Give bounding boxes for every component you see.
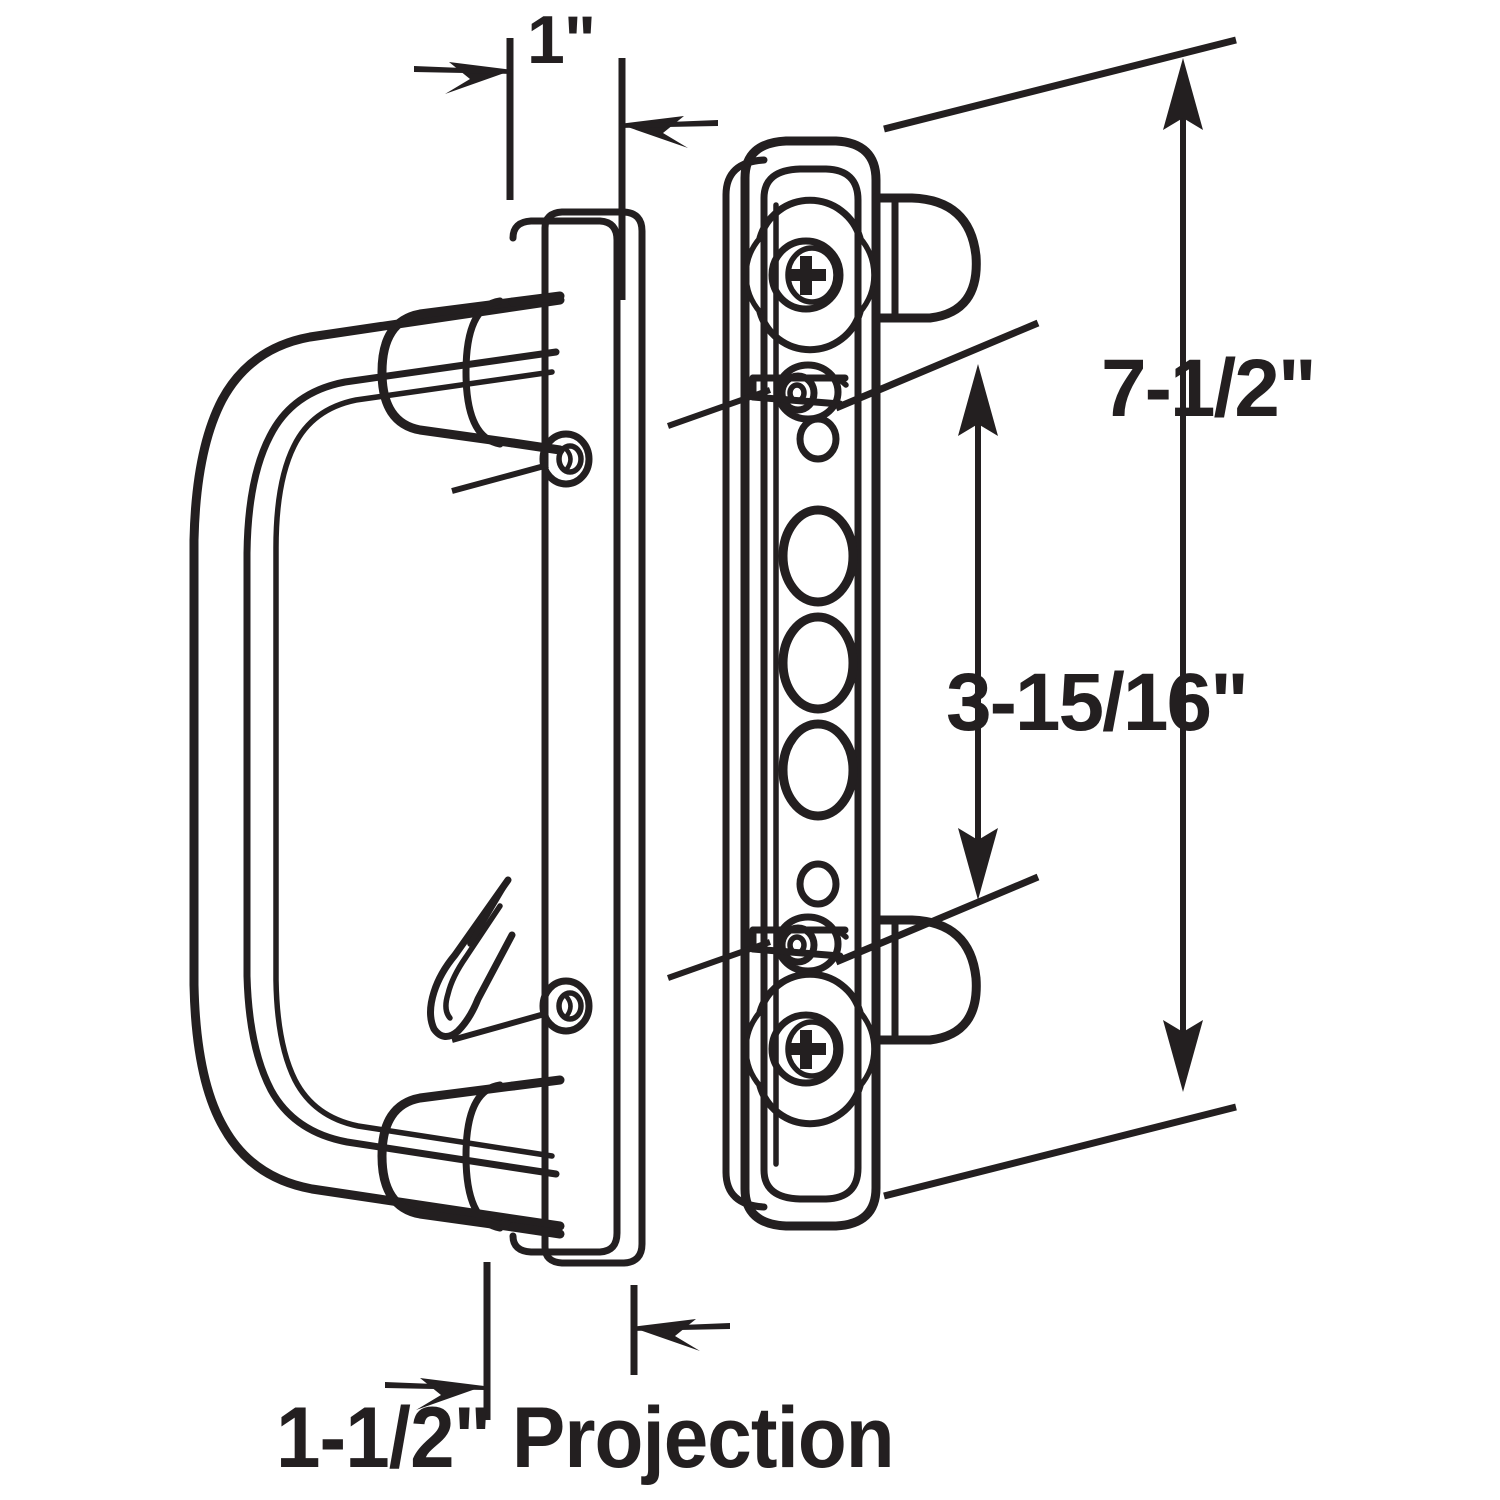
dimension-hole-spacing	[834, 319, 1040, 966]
lower-boss-top-edge	[508, 1075, 565, 1091]
arrow-top-left	[414, 62, 513, 94]
dimension-label-projection: 1-1/2" Projection	[276, 1390, 895, 1486]
arrow-overall-top	[1163, 58, 1203, 130]
pull-grip-inner-relief	[273, 369, 555, 1159]
oval-access-hole-2	[778, 612, 858, 714]
dimension-label-plate-width: 1"	[527, 2, 596, 78]
upper-boss-end-ellipse	[462, 297, 504, 448]
upper-boss-bottom-edge	[508, 438, 565, 455]
arrow-overall-bottom	[1163, 1020, 1203, 1092]
leader-upper-screw-hole	[451, 462, 549, 494]
arrow-projection-left	[385, 1378, 484, 1410]
upper-pin-hole	[796, 415, 840, 463]
phillips-cross-upper	[786, 256, 826, 295]
arrow-spacing-bottom	[958, 828, 998, 900]
lower-spindle-post	[749, 913, 849, 975]
oval-access-hole-1	[778, 505, 858, 607]
dimension-top-one-inch	[414, 38, 718, 300]
backplate-recess	[760, 165, 862, 1203]
backplate-thickness-left	[722, 156, 768, 199]
lower-mounting-boss	[377, 1081, 518, 1232]
extension-line-overall-top	[883, 36, 1237, 133]
phillips-cross-lower	[786, 1030, 826, 1069]
dimension-projection	[385, 1262, 730, 1420]
extension-line-spacing-top	[834, 319, 1040, 412]
lower-phillips-screw	[743, 970, 877, 1128]
exterior-pull-handle	[189, 208, 646, 1267]
backplate-body-outer	[740, 136, 881, 1231]
dimension-label-hole-spacing: 3-15/16"	[946, 657, 1249, 748]
arrow-top-right	[619, 116, 718, 148]
upper-countersunk-hole	[539, 430, 593, 488]
dimension-overall-height	[883, 36, 1237, 1200]
extension-line-overall-bottom	[883, 1103, 1237, 1200]
arrow-projection-right	[631, 1319, 730, 1351]
leader-lower-screw-hole	[451, 1010, 549, 1043]
dimension-label-overall-height: 7-1/2"	[1101, 343, 1317, 434]
leader-upper-spindle	[667, 387, 771, 429]
oval-access-hole-3	[778, 719, 858, 821]
upper-boss-top-edge	[508, 291, 565, 307]
pull-grip-outer	[189, 295, 565, 1231]
upper-thumbturn-lug	[871, 193, 981, 323]
thumb-latch-lever	[427, 876, 516, 1040]
lower-pin-hole	[796, 860, 840, 908]
handle-backplate-front-edge	[509, 217, 621, 1256]
interior-back-plate	[667, 136, 981, 1231]
handle-backplate-outer	[541, 208, 646, 1267]
upper-phillips-screw	[743, 196, 877, 354]
lower-boss-bottom-edge	[508, 1222, 565, 1239]
arrow-spacing-top	[958, 364, 998, 436]
lower-boss-end-ellipse	[462, 1081, 504, 1232]
pull-grip-inner	[243, 348, 560, 1178]
lower-countersunk-hole	[539, 977, 593, 1035]
leader-lower-spindle	[667, 939, 771, 981]
extension-line-spacing-bottom	[834, 873, 1040, 966]
upper-mounting-boss	[377, 297, 518, 448]
